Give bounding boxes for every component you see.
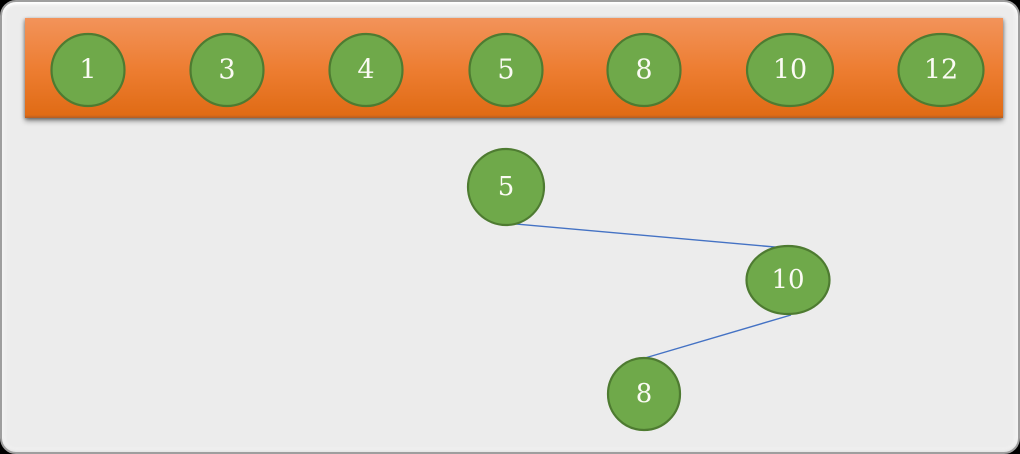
array-node-1: 1 [50,32,126,108]
path-node-circle [466,147,546,227]
array-node-circle [328,32,404,108]
search-edge-1 [504,222,787,249]
array-node-circle [897,32,985,108]
path-node-label: 5 [498,172,515,202]
array-node-4: 4 [328,32,404,108]
array-node-label: 10 [773,55,807,86]
array-node-8: 8 [606,32,682,108]
array-node-circle [606,32,682,108]
array-node-label: 4 [357,55,374,86]
path-node-8: 8 [606,356,682,432]
array-node-12: 12 [897,32,985,108]
array-node-label: 3 [218,55,235,86]
path-node-label: 10 [771,265,804,295]
array-node-label: 12 [924,55,958,86]
array-node-circle [50,32,126,108]
path-node-label: 8 [636,379,653,409]
search-edge-2 [644,314,792,359]
array-node-label: 5 [497,55,514,86]
array-node-label: 1 [79,55,96,86]
path-node-10: 10 [745,244,831,316]
array-node-circle [468,32,544,108]
array-node-label: 8 [635,55,652,86]
array-node-5: 5 [468,32,544,108]
array-node-3: 3 [189,32,265,108]
path-node-circle [606,356,682,432]
path-node-circle [745,244,831,316]
path-node-5: 5 [466,147,546,227]
array-node-circle [745,32,835,108]
array-node-circle [189,32,265,108]
array-node-10: 10 [745,32,835,108]
